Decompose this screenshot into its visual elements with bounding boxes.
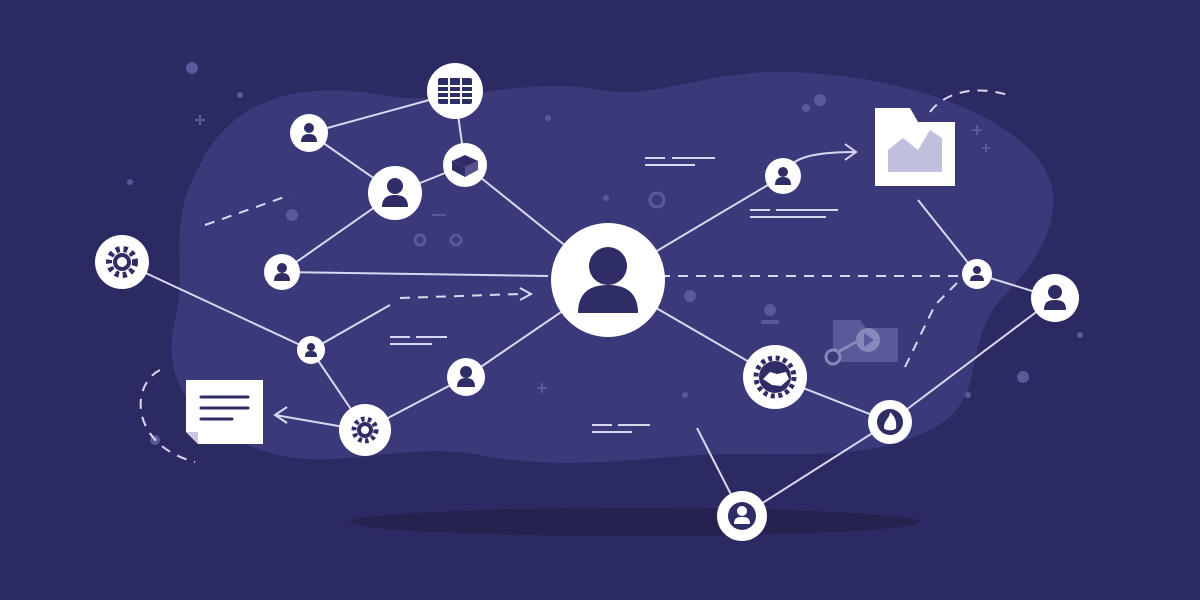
document-card xyxy=(186,380,263,444)
dashed-paths xyxy=(139,89,1009,463)
left-user-node xyxy=(264,254,300,290)
ground-shadow xyxy=(350,508,920,536)
top-box-node xyxy=(443,143,487,187)
user-icon xyxy=(457,366,475,387)
user-icon xyxy=(1044,285,1066,310)
decorative-dots xyxy=(127,62,1083,445)
bottom-gear-node xyxy=(339,404,391,456)
gear-icon xyxy=(106,246,138,278)
user-icon xyxy=(301,123,317,142)
user-icon xyxy=(305,343,317,357)
decorative-rings xyxy=(413,191,666,247)
left-gear-node xyxy=(95,235,149,289)
right-small-user-node xyxy=(962,259,992,289)
box-icon xyxy=(452,155,478,177)
fire-node xyxy=(868,400,912,444)
handshake-node xyxy=(743,345,807,409)
top-grid-node xyxy=(427,63,483,119)
user-icon xyxy=(382,178,408,207)
user-icon xyxy=(578,247,638,313)
gear-icon xyxy=(351,416,379,444)
center-user-node xyxy=(551,223,665,337)
handshake-icon xyxy=(753,355,797,399)
bottom-left-user-node xyxy=(447,358,485,396)
top-left-user-node xyxy=(290,114,328,152)
user-icon xyxy=(274,263,290,281)
user-icon xyxy=(970,266,984,281)
folder-chart-icon xyxy=(888,130,942,172)
document-icon xyxy=(199,395,250,421)
text-placeholder-lines xyxy=(390,157,838,433)
video-folder-card xyxy=(824,320,898,366)
upper-left-user-node xyxy=(368,166,422,220)
bottom-user-node xyxy=(717,491,767,541)
lower-left-user-node xyxy=(297,336,325,364)
upper-right-user-node xyxy=(765,158,801,194)
user-icon xyxy=(728,502,756,530)
far-right-user-node xyxy=(1031,274,1079,322)
decorative-plus-signs xyxy=(195,115,990,393)
folder-chart-card xyxy=(875,108,955,186)
arrowheads xyxy=(273,143,858,424)
user-icon xyxy=(775,167,791,185)
fire-icon xyxy=(877,409,903,435)
video-folder-icon xyxy=(864,333,874,347)
decorative-person-faint xyxy=(761,304,779,324)
